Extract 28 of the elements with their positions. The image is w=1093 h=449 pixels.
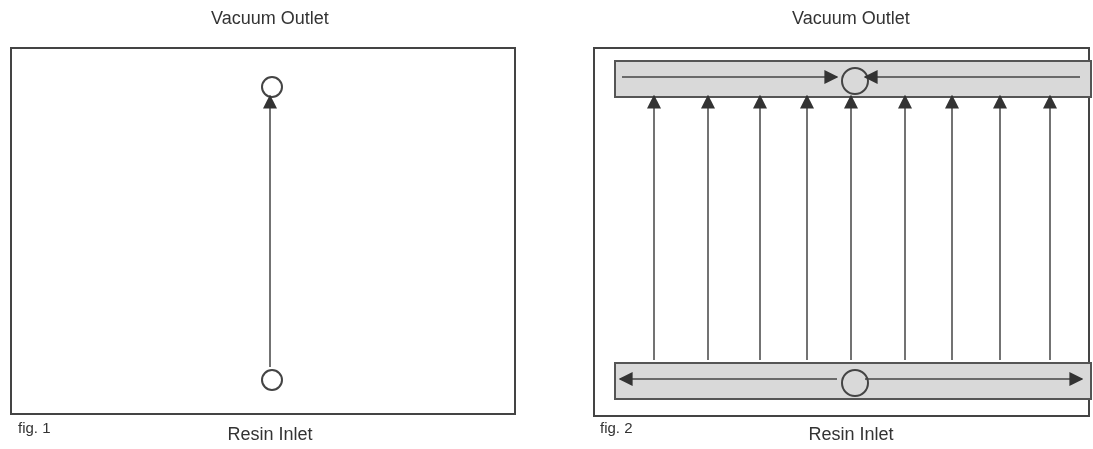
port-label: Vacuum Outlet	[792, 8, 910, 29]
port-circle	[841, 369, 869, 397]
arrow	[263, 94, 277, 368]
arrow	[864, 372, 1084, 386]
arrow	[863, 70, 1081, 84]
channel-bar	[614, 60, 1092, 98]
arrow	[753, 94, 767, 361]
port-circle	[261, 369, 283, 391]
arrow	[800, 94, 814, 361]
panel-frame	[593, 47, 1090, 417]
arrow	[1043, 94, 1057, 361]
panel-frame	[10, 47, 516, 415]
arrow	[844, 94, 858, 361]
port-label: Vacuum Outlet	[211, 8, 329, 29]
arrow	[898, 94, 912, 361]
arrow	[945, 94, 959, 361]
arrow	[993, 94, 1007, 361]
figure-number: fig. 2	[600, 419, 633, 436]
arrow	[647, 94, 661, 361]
channel-bar	[614, 362, 1092, 400]
figure-number: fig. 1	[18, 419, 51, 436]
port-label: Resin Inlet	[227, 424, 313, 445]
port-circle	[261, 76, 283, 98]
port-label: Resin Inlet	[808, 424, 894, 445]
arrow	[701, 94, 715, 361]
arrow	[618, 372, 838, 386]
port-circle	[841, 67, 869, 95]
arrow	[621, 70, 839, 84]
